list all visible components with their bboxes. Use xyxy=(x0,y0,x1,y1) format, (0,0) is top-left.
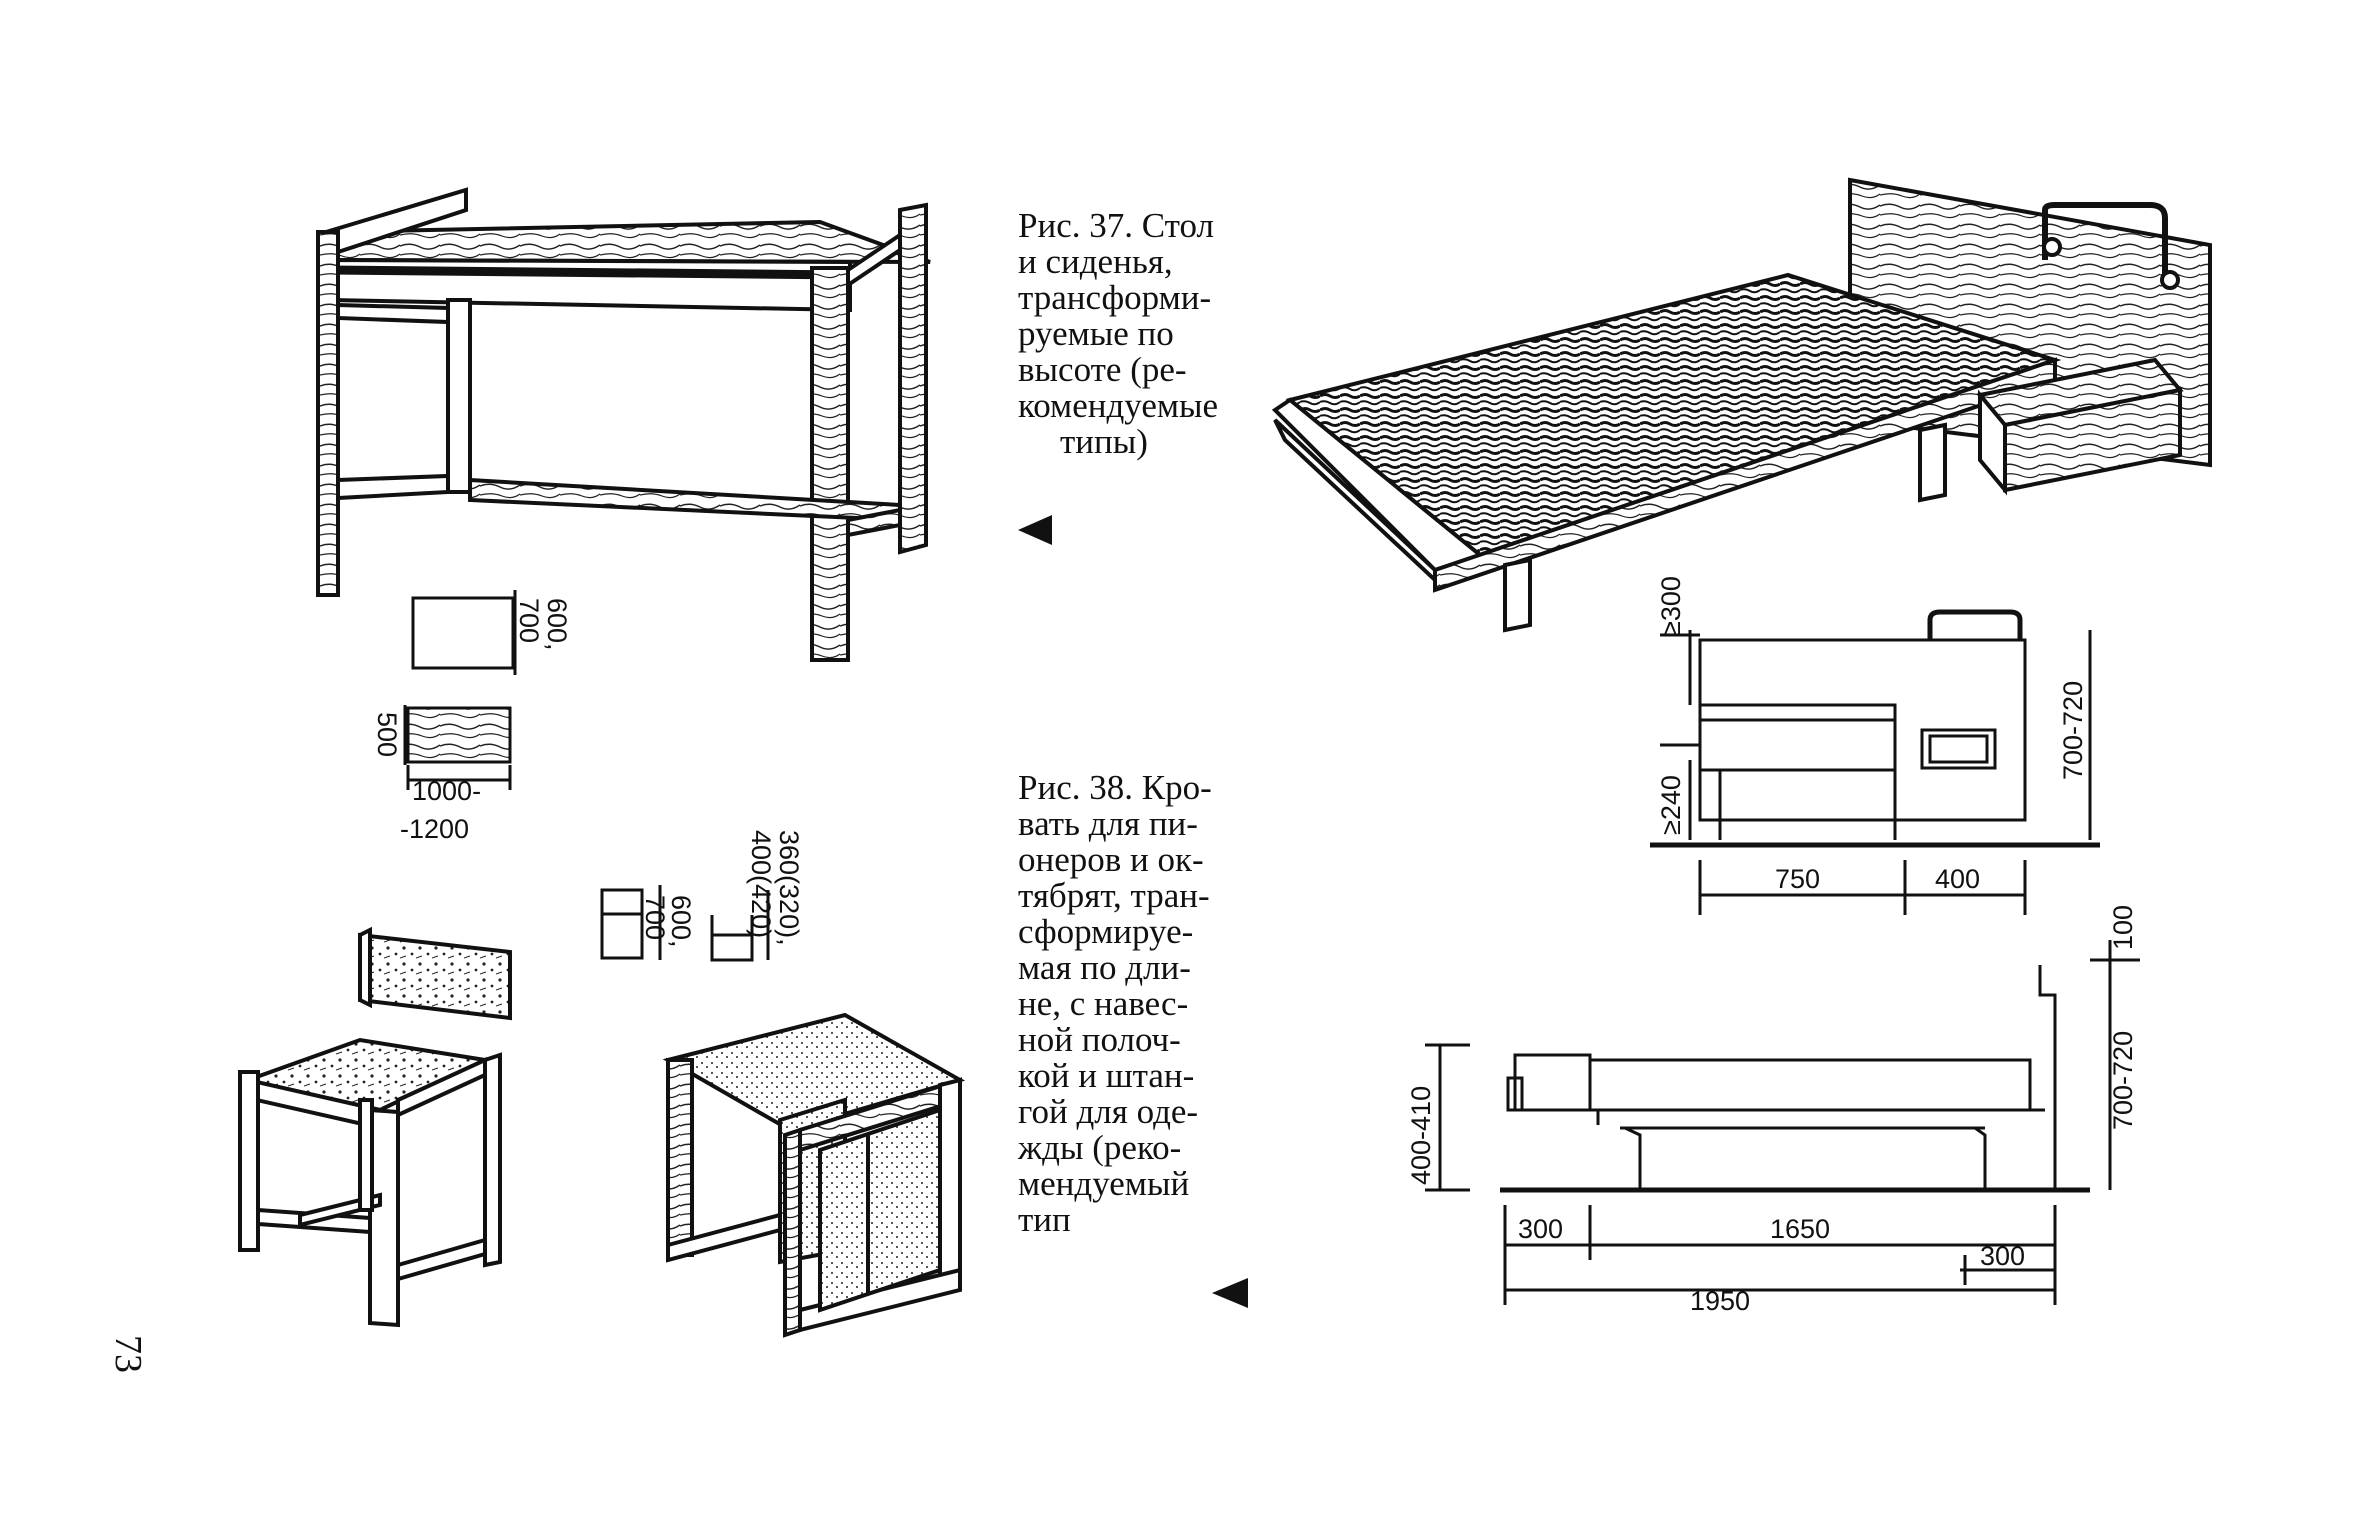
head-clear-dim: ≥300 xyxy=(1656,576,1686,636)
seat-dimensions xyxy=(600,885,770,962)
fig38-caption-line: мая по дли- xyxy=(1018,948,1191,987)
plan-total-height-dim: 700-720 xyxy=(2058,681,2088,780)
fig37-caption-line: типы) xyxy=(1060,422,1148,461)
main-length-dim: 1650 xyxy=(1770,1214,1830,1244)
fig38-caption-line: вать для пи- xyxy=(1018,804,1198,843)
page-number: 73 xyxy=(107,1335,149,1373)
shelf-width-dim: 400 xyxy=(1935,864,1980,894)
fig37-caption-line: высоте (ре- xyxy=(1018,350,1187,389)
chair-height-dim: 600,700 xyxy=(640,895,696,948)
fig38-caption-line: ной полоч- xyxy=(1018,1020,1181,1059)
fig37-caption-line: руемые по xyxy=(1018,314,1174,353)
fig38-caption-line: жды (реко- xyxy=(1018,1128,1182,1167)
chair-drawing xyxy=(238,926,512,1328)
table-depth-dim: 500 xyxy=(372,712,402,757)
fig37-caption-line: и сиденья, xyxy=(1018,242,1173,281)
side-rail-top-dim: 100 xyxy=(2108,905,2138,950)
leg-clear-dim: ≥240 xyxy=(1656,775,1686,835)
fig38-caption-line: сформируе- xyxy=(1018,912,1194,951)
bed-drawing xyxy=(1271,177,2212,633)
shelf-length-dim: 300 xyxy=(1980,1241,2025,1271)
table-dimensions xyxy=(403,590,517,790)
table-drawing xyxy=(316,187,931,662)
total-length-dim: 1950 xyxy=(1690,1286,1750,1316)
fig38-caption-line: мендуемый xyxy=(1018,1164,1190,1203)
fig38-pointer-icon xyxy=(1212,1278,1248,1308)
ext-length-dim: 300 xyxy=(1518,1214,1563,1244)
side-total-height-dim: 700-720 xyxy=(2108,1031,2138,1130)
table-length-top-dim: 1000- xyxy=(412,776,481,806)
bed-plan-drawing xyxy=(1650,609,2100,915)
fig38-caption-line: гой для оде- xyxy=(1018,1092,1199,1131)
side-bed-height-dim: 400-410 xyxy=(1406,1086,1436,1185)
fig38-caption-line: кой и штан- xyxy=(1018,1056,1195,1095)
cube-height-dim: 360(320),400(420) xyxy=(746,830,804,946)
table-height-dim: 600,700 xyxy=(514,598,572,651)
fig38-caption-line: онеров и ок- xyxy=(1018,840,1204,879)
fig38-caption-line: тип xyxy=(1018,1200,1071,1239)
fig37-caption-line: трансформи- xyxy=(1018,278,1212,317)
fig37-caption-line: Рис. 37. Стол xyxy=(1018,206,1214,245)
bed-side-drawing xyxy=(1425,940,2140,1305)
bed-width-dim: 750 xyxy=(1775,864,1820,894)
fig37-pointer-icon xyxy=(1018,515,1052,545)
fig37-caption-line: комендуемые xyxy=(1018,386,1219,425)
fig38-caption: Рис. 38. Кро-вать для пи-онеров и ок-тяб… xyxy=(1018,770,1240,1238)
fig38-caption-line: не, с навес- xyxy=(1018,984,1189,1023)
fig38-caption-line: Рис. 38. Кро- xyxy=(1018,768,1212,807)
cube-seat-drawing xyxy=(662,1012,966,1338)
fig38-caption-line: тябрят, тран- xyxy=(1018,876,1210,915)
table-length-bottom-dim: -1200 xyxy=(400,814,469,844)
